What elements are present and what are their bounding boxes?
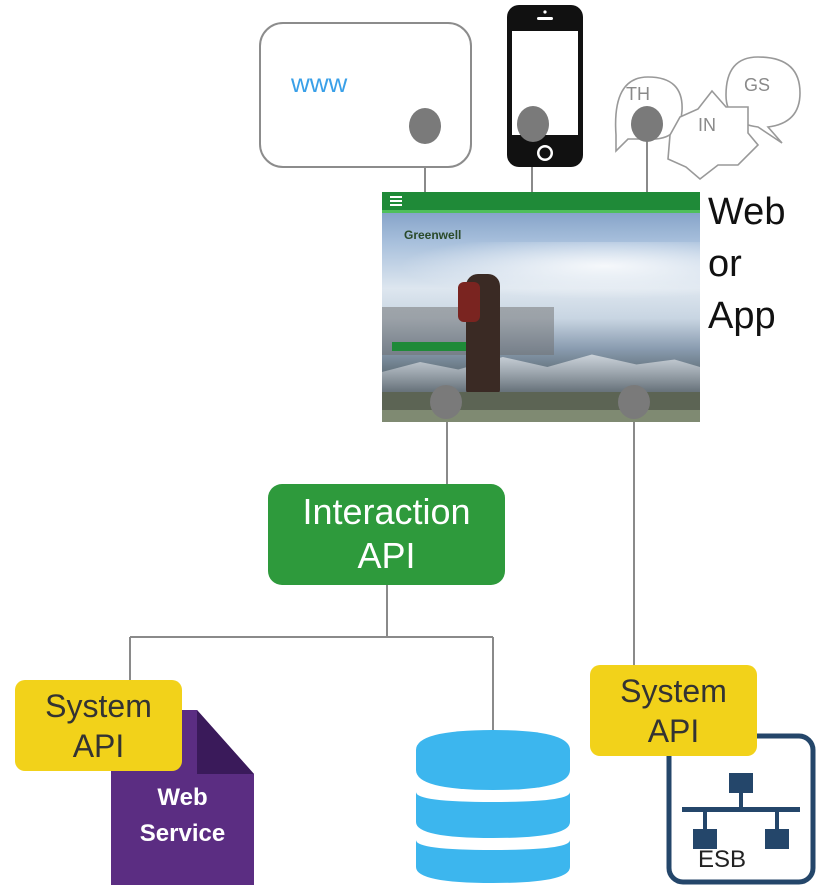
web-service-line-1: Web — [157, 784, 208, 811]
browser-window-icon: www — [259, 22, 472, 168]
hamburger-menu-icon — [390, 196, 402, 206]
connector-dot-phone — [517, 106, 549, 142]
chat-bubble-gs-label: GS — [744, 75, 771, 95]
system-api-left-line-2: API — [72, 728, 125, 764]
site-nav-accent — [382, 210, 700, 213]
connector-dot-screen-right — [618, 385, 650, 419]
www-label: www — [291, 68, 348, 98]
database-icon — [416, 730, 570, 883]
interaction-api-box: Interaction API — [268, 484, 505, 585]
web-or-app-label: Web or App — [708, 186, 785, 342]
website-screenshot: Greenwell — [382, 192, 700, 422]
site-brand-logo: Greenwell — [404, 228, 462, 242]
web-service-line-2: Service — [139, 820, 226, 847]
connector-dot-screen-left — [430, 385, 462, 419]
connector-dot-browser — [409, 108, 441, 144]
chat-bubble-in — [667, 89, 760, 181]
web-or-app-line-3: App — [708, 295, 776, 337]
site-cta-button — [392, 342, 470, 351]
system-api-box-right: System API — [590, 665, 757, 756]
smartphone-icon — [507, 5, 583, 167]
chat-bubble-in-label: IN — [698, 115, 716, 135]
system-api-left-line-1: System — [45, 688, 152, 724]
connector-dot-chat — [631, 106, 663, 142]
hiker-backpack — [458, 282, 480, 322]
site-nav-bar — [382, 192, 700, 210]
system-api-box-left: System API — [15, 680, 182, 771]
system-api-right-line-1: System — [620, 673, 727, 709]
interaction-api-line-2: API — [357, 535, 416, 576]
web-or-app-line-1: Web — [708, 191, 786, 233]
site-footer-strip — [382, 410, 700, 422]
interaction-api-line-1: Interaction — [302, 491, 471, 532]
chat-bubble-th-label: TH — [626, 84, 650, 104]
web-or-app-line-2: or — [708, 243, 742, 285]
web-service-label: Web Service — [111, 780, 254, 852]
system-api-right-line-2: API — [647, 713, 700, 749]
esb-label: ESB — [698, 846, 747, 873]
cloud-band — [382, 242, 700, 302]
